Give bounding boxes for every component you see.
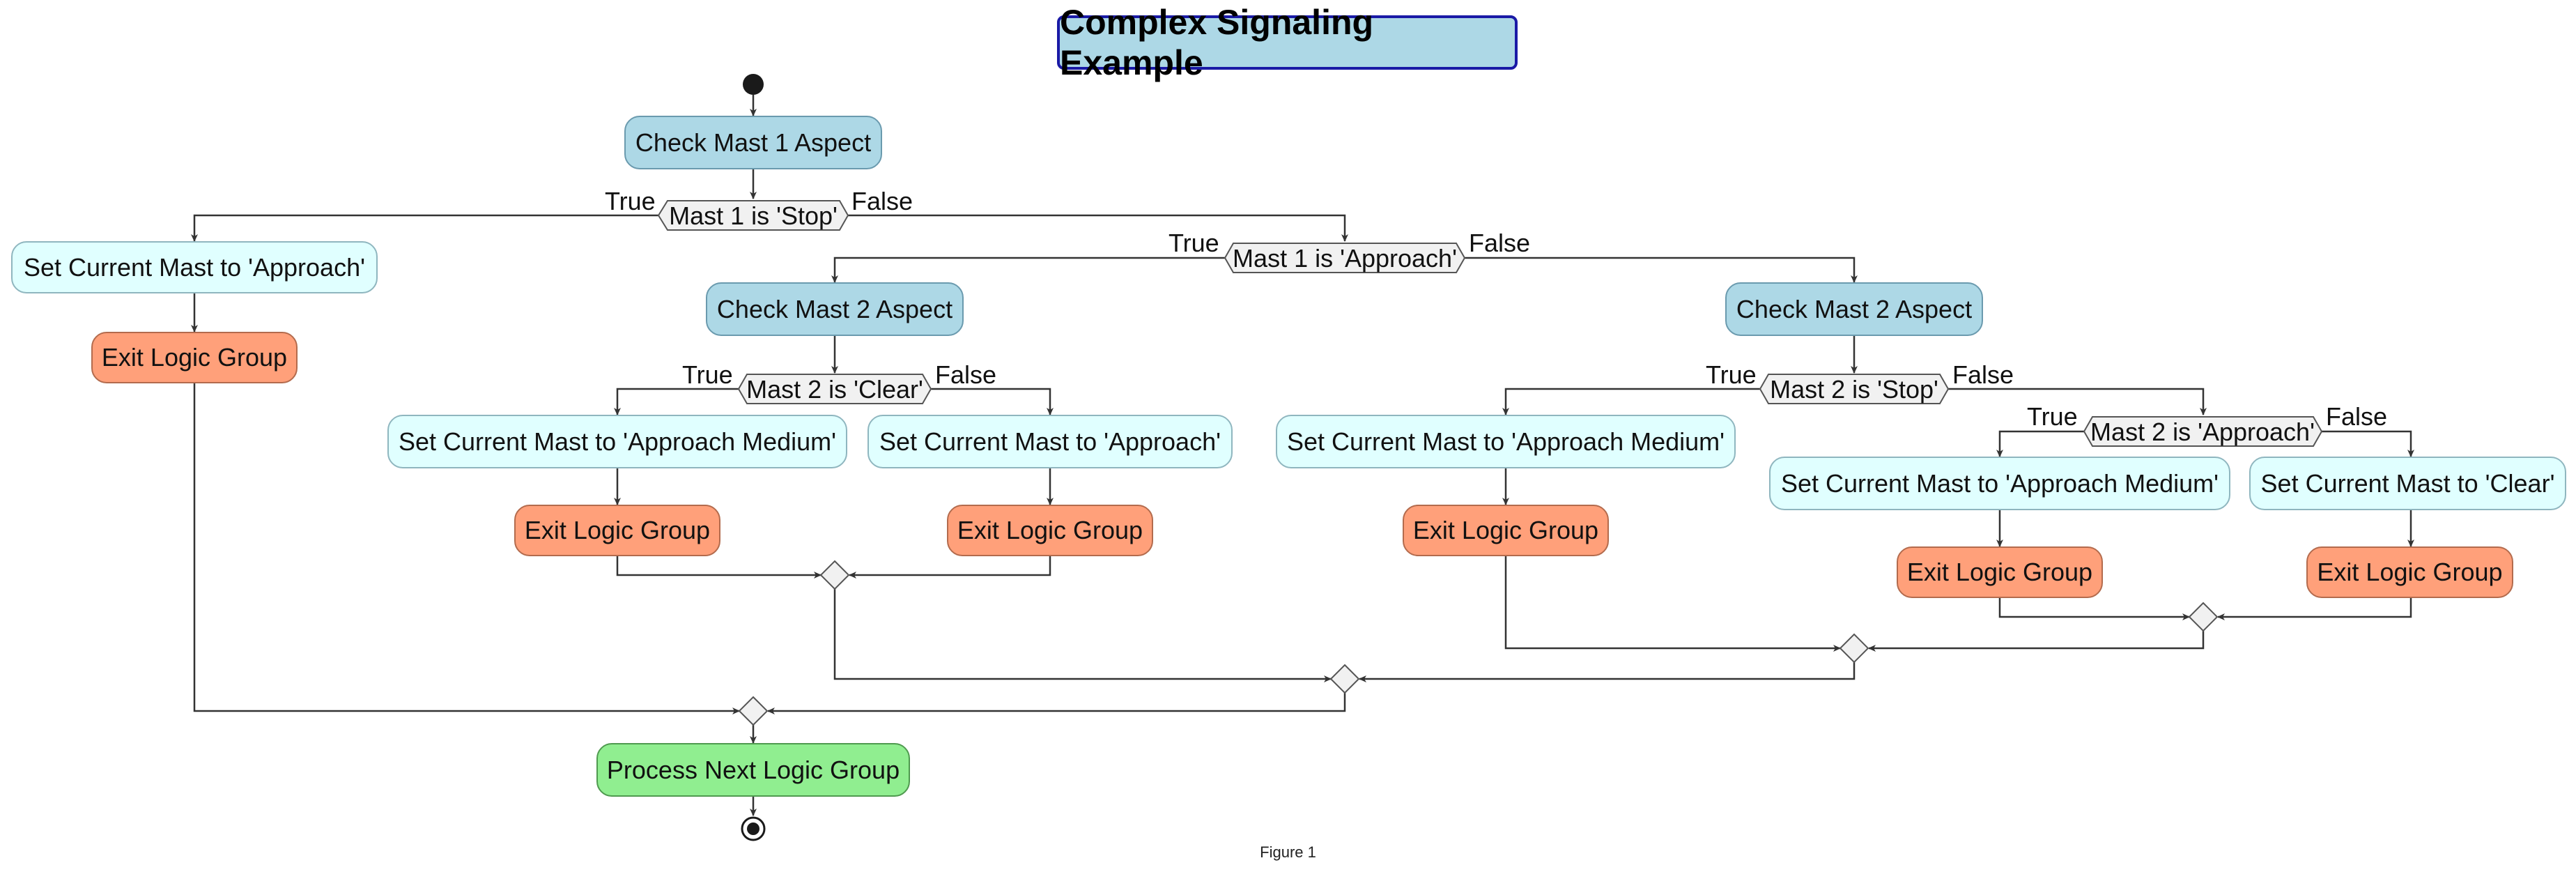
decision-shapes [657, 200, 2323, 447]
edge-exitb-merge1 [616, 556, 822, 579]
edge-exita-merge4 [193, 383, 740, 714]
decision-d3-shape [737, 374, 932, 404]
node-exit-e: Exit Logic Group [1897, 546, 2103, 598]
edge-exitc-merge1 [849, 556, 1051, 579]
decision-d2-label: Mast 1 is 'Approach' [1233, 244, 1457, 273]
edge-d1-false [848, 214, 1348, 242]
decision-d5-label: Mast 2 is 'Approach' [2090, 418, 2315, 446]
node-exit-f: Exit Logic Group [2306, 546, 2513, 598]
decision-d5-shape [2083, 416, 2323, 447]
decision-d3-label: Mast 2 is 'Clear' [746, 375, 923, 404]
merge-shapes [738, 560, 2219, 726]
edge-exitf-merge5 [2217, 598, 2412, 620]
start-node [743, 74, 764, 95]
merge-5 [2188, 602, 2219, 632]
diagram-title: Complex Signaling Example [1057, 3, 1518, 82]
branch-d3-false: False [935, 360, 997, 389]
node-check-mast2-right: Check Mast 2 Aspect [1725, 282, 1983, 336]
node-exit-c: Exit Logic Group [947, 505, 1153, 556]
branch-d3-true: True [682, 360, 733, 389]
branch-d2-false: False [1469, 229, 1531, 257]
merge-2 [1839, 633, 1869, 664]
edge-d4-false [1948, 388, 2207, 415]
figure-caption: Figure 1 [1260, 843, 1316, 861]
node-set-approach-medium-e: Set Current Mast to 'Approach Medium' [1769, 457, 2230, 510]
edge-d2-false [1465, 257, 1858, 283]
edge-d5-true [1996, 430, 2084, 457]
merge-4 [738, 696, 769, 726]
node-set-approach-medium-b: Set Current Mast to 'Approach Medium' [387, 415, 847, 468]
node-check-mast2-left: Check Mast 2 Aspect [706, 282, 964, 336]
edge-d1-true [191, 214, 658, 242]
merge-1 [819, 560, 850, 590]
merge-3 [1329, 664, 1360, 694]
decision-d1-shape [657, 200, 849, 231]
node-set-approach-c: Set Current Mast to 'Approach' [867, 415, 1233, 468]
edge-merge3-merge4 [767, 693, 1346, 714]
edge-exite-merge5 [1998, 598, 2190, 620]
branch-d4-false: False [1952, 360, 2014, 389]
edge-merge1-merge3 [833, 589, 1332, 682]
decision-d4-shape [1759, 374, 1950, 404]
node-exit-d: Exit Logic Group [1403, 505, 1609, 556]
end-node [741, 816, 766, 841]
node-exit-a: Exit Logic Group [91, 332, 298, 383]
branch-d5-true: True [2027, 402, 2078, 431]
edge-merge5-merge2 [1868, 631, 2205, 652]
node-exit-b: Exit Logic Group [514, 505, 720, 556]
decision-d1-label: Mast 1 is 'Stop' [669, 201, 838, 230]
node-set-approach-medium-d: Set Current Mast to 'Approach Medium' [1276, 415, 1736, 468]
edge-d4-true [1502, 388, 1760, 415]
branch-d1-false: False [851, 187, 913, 215]
node-set-approach-a: Set Current Mast to 'Approach' [11, 241, 378, 293]
node-process-next: Process Next Logic Group [596, 743, 910, 797]
edge-exitd-merge2 [1504, 556, 1841, 652]
edge-merge2-merge3 [1359, 662, 1856, 682]
edge-d2-true [831, 257, 1225, 283]
edge-d3-true [614, 388, 739, 415]
decision-d2-shape [1224, 243, 1466, 273]
branch-d5-false: False [2326, 402, 2388, 431]
decision-d4-label: Mast 2 is 'Stop' [1770, 375, 1938, 404]
branch-d1-true: True [605, 187, 656, 215]
connector-lines [191, 95, 2414, 816]
branch-d4-true: True [1706, 360, 1757, 389]
edge-d5-false [2322, 430, 2414, 457]
branch-d2-true: True [1169, 229, 1219, 257]
node-set-clear-f: Set Current Mast to 'Clear' [2249, 457, 2566, 510]
node-check-mast1: Check Mast 1 Aspect [624, 116, 882, 169]
edge-d3-false [931, 388, 1054, 415]
